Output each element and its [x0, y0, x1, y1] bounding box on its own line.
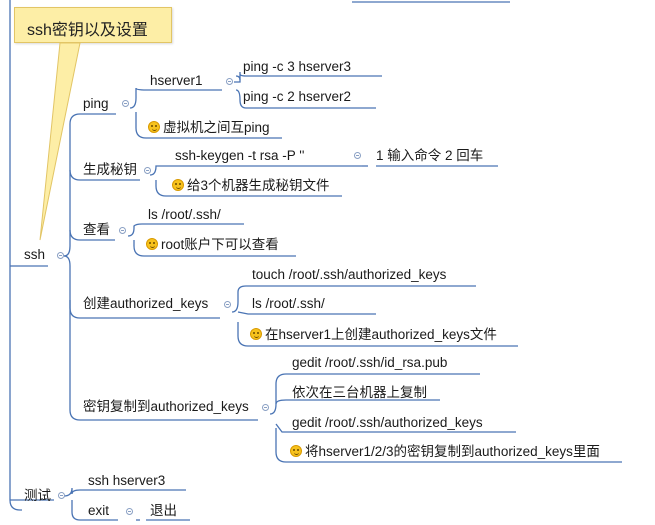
collapse-toggle-icon[interactable]: [57, 252, 64, 259]
node-copy-note[interactable]: 将hserver1/2/3的密钥复制到authorized_keys里面: [290, 444, 600, 460]
collapse-toggle-icon[interactable]: [126, 508, 133, 515]
branch-view-line: [69, 229, 115, 241]
collapse-toggle-icon[interactable]: [226, 78, 233, 85]
node-test-cmd-2-hint[interactable]: 退出: [150, 503, 177, 518]
collapse-toggle-icon[interactable]: [119, 227, 126, 234]
node-create-note[interactable]: 在hserver1上创建authorized_keys文件: [250, 327, 497, 343]
root-node-ssh[interactable]: ssh: [24, 247, 46, 262]
keygen-note-line: [155, 180, 342, 197]
node-view-cmd[interactable]: ls /root/.ssh/: [148, 207, 221, 222]
keygen-cmd-line: [149, 165, 362, 176]
collapse-toggle-icon[interactable]: [354, 152, 361, 159]
smiley-icon: [290, 445, 302, 457]
node-test[interactable]: 测试: [24, 488, 51, 503]
collapse-toggle-icon[interactable]: [144, 167, 151, 174]
view-cmd-line: [127, 223, 244, 237]
node-keygen-note[interactable]: 给3个机器生成秘钥文件: [172, 178, 330, 194]
node-ping-cmd-2[interactable]: ping -c 2 hserver2: [243, 89, 352, 104]
callout-box[interactable]: ssh密钥以及设置: [14, 7, 172, 43]
view-note-line: [133, 240, 296, 257]
node-keygen-hint[interactable]: 1 输入命令 2 回车: [376, 148, 484, 163]
node-test-cmd-1[interactable]: ssh hserver3: [88, 473, 166, 488]
collapse-toggle-icon[interactable]: [224, 301, 231, 308]
node-create-authorized-keys[interactable]: 创建authorized_keys: [83, 296, 209, 311]
node-create-cmd-2[interactable]: ls /root/.ssh/: [252, 296, 325, 311]
node-ping[interactable]: ping: [83, 96, 109, 111]
smiley-icon: [250, 328, 262, 340]
node-create-cmd-1[interactable]: touch /root/.ssh/authorized_keys: [252, 267, 447, 282]
collapse-toggle-icon[interactable]: [122, 100, 129, 107]
node-ping-note[interactable]: 虚拟机之间互ping: [148, 120, 270, 136]
node-copy-cmd-3[interactable]: gedit /root/.ssh/authorized_keys: [292, 415, 483, 430]
node-view-note[interactable]: root账户下可以查看: [146, 237, 279, 253]
smiley-icon: [172, 179, 184, 191]
hserver1-line: [129, 87, 222, 109]
node-copy-cmd-1[interactable]: gedit /root/.ssh/id_rsa.pub: [292, 355, 448, 370]
branch-copy-line: [69, 300, 258, 421]
node-keygen[interactable]: 生成秘钥: [83, 162, 137, 177]
node-ping-cmd-1[interactable]: ping -c 3 hserver3: [243, 59, 352, 74]
callout-title: ssh密钥以及设置: [27, 22, 148, 39]
collapse-toggle-icon[interactable]: [58, 492, 65, 499]
collapse-toggle-icon[interactable]: [262, 404, 269, 411]
smiley-icon: [148, 121, 160, 133]
smiley-icon: [146, 238, 158, 250]
node-copy-keys[interactable]: 密钥复制到authorized_keys: [83, 399, 249, 414]
node-copy-cmd-2[interactable]: 依次在三台机器上复制: [292, 385, 427, 400]
branch-ping-line: [63, 113, 116, 257]
node-keygen-cmd[interactable]: ssh-keygen -t rsa -P '': [175, 148, 305, 163]
node-view[interactable]: 查看: [83, 222, 110, 237]
node-hserver1[interactable]: hserver1: [150, 73, 203, 88]
branch-keygen-line: [69, 169, 140, 181]
ping-note-line: [135, 112, 282, 139]
node-test-cmd-2[interactable]: exit: [88, 503, 110, 518]
